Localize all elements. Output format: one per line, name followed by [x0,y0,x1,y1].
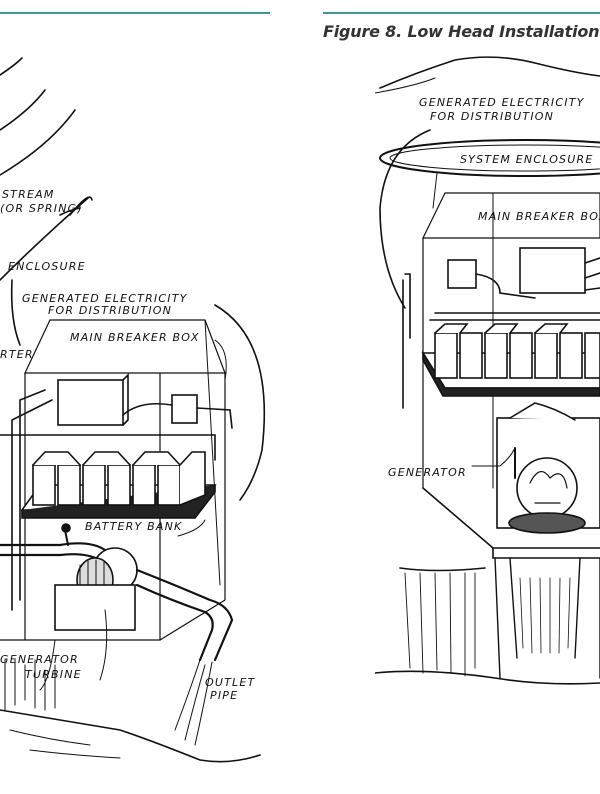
support-post [494,557,600,679]
turbine-base [54,584,136,631]
pointer-line [59,207,81,216]
system-enclosure-oval [379,139,600,177]
right-drawing: GENERATED ELECTRICITY FOR DISTRIBUTION S… [375,56,600,685]
label-for-distribution: FOR DISTRIBUTION [48,304,172,317]
battery-row [434,323,600,379]
generator-top [509,402,576,421]
outlet-pipe [135,568,234,662]
label-main-breaker-box: MAIN BREAKER BOX [70,331,200,344]
label-system-enclosure: SYSTEM ENCLOSURE [460,153,593,166]
turbine-pointer [99,609,108,681]
distribution-pointer [214,304,266,501]
left-drawing: STREAM (OR SPRING) ENCLOSURE GENERATED E… [0,57,266,763]
label-inverter: RTER [0,348,34,361]
label-main-breaker-box: MAIN BREAKER BOX [478,210,600,223]
label-generated-electricity: GENERATED ELECTRICITY [22,292,188,305]
label-generated-electricity: GENERATED ELECTRICITY [419,96,585,109]
breaker-box [519,247,586,294]
wire [402,273,411,409]
pointer-line [0,57,23,76]
generator-ribs [79,559,105,601]
inlet-pipe [0,553,102,562]
breaker-box [57,379,124,426]
right-header-rule [323,12,600,14]
turbine-base [508,512,586,534]
ground-hatching [404,572,476,677]
left-installation-illustration: STREAM (OR SPRING) ENCLOSURE GENERATED E… [0,40,275,770]
label-stream: STREAM [2,188,55,201]
label-generator: GENERATOR [0,653,79,666]
wire [475,273,536,299]
wire [122,402,173,416]
label-battery-bank: BATTERY BANK [85,520,182,533]
left-header-rule [0,12,270,14]
label-pipe: PIPE [210,689,238,702]
right-installation-illustration: GENERATED ELECTRICITY FOR DISTRIBUTION S… [375,48,600,698]
breaker-pointer [214,339,227,381]
turbine-blades [529,471,568,504]
figure-8-title: Figure 8. Low Head Installation [323,22,600,41]
breaker-box-side [122,373,129,426]
ground-bottom [375,670,600,685]
enclosure-edge [204,319,221,586]
label-or-spring: (OR SPRING) [0,202,83,215]
hilltop [379,56,600,89]
label-outlet: OUTLET [205,676,256,689]
outlet-pipe [135,583,214,662]
turbine-runner [516,457,578,519]
stream-pointer [0,197,89,281]
generator-pointer [39,639,56,691]
pointer-line [0,109,76,176]
draft-tube-hatching [519,577,571,654]
ground-texture [9,729,121,759]
label-for-distribution: FOR DISTRIBUTION [430,110,554,123]
label-enclosure: ENCLOSURE [8,260,86,273]
battery-shelf-edge [422,350,600,397]
wire [584,257,600,291]
generator-pointer [471,447,516,467]
system-enclosure-oval-inner [389,144,600,172]
valve-handle [61,523,71,533]
pointer [432,172,438,209]
ground-line [399,567,486,572]
ground-line [0,709,261,763]
wire [0,434,216,461]
wire [19,389,46,601]
label-turbine: TURBINE [25,668,82,681]
hilltop-shadow [375,77,436,94]
switch-box [447,259,477,289]
enclosure-top [24,319,226,374]
switch-box [171,394,198,424]
outflow-water [174,659,213,746]
floor-slab-edge [492,547,600,559]
battery-pointer [177,519,206,537]
draft-tube [509,557,581,659]
enclosure-top [422,192,600,239]
wire [196,407,233,429]
label-generator: GENERATOR [388,466,467,479]
enclosure-edge [159,372,226,641]
enclosure-pointer [10,279,21,346]
pointer-line [0,89,46,131]
ground-hatching [4,659,56,711]
wire [11,399,53,611]
distribution-pointer [379,129,431,309]
wiring-rail [429,312,600,321]
battery-row [32,451,206,506]
inlet-pipe [0,542,107,552]
